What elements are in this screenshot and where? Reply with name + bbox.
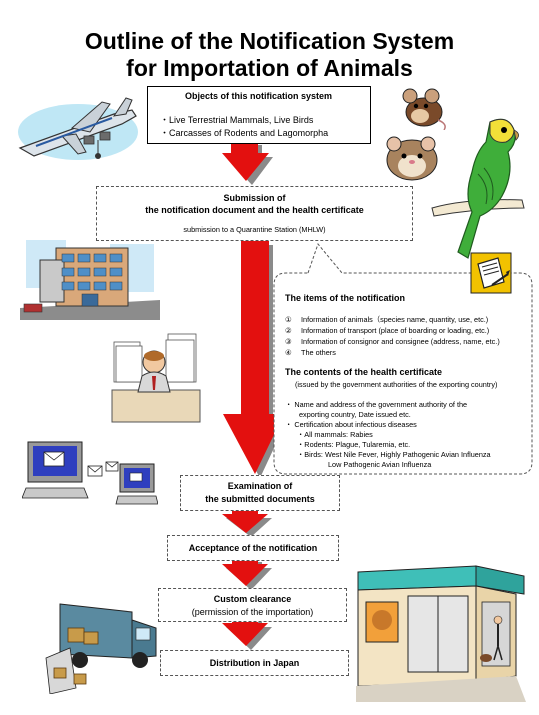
certificate-item-authority: ・ Name and address of the government aut… [285, 400, 468, 409]
distribution-box: Distribution in Japan [160, 650, 349, 676]
examination-line1: Examination of [227, 481, 293, 491]
office-worker-icon [111, 333, 201, 423]
page-title-line2: for Importation of Animals [126, 55, 413, 81]
health-certificate-subheading: (issued by the government authorities of… [295, 380, 498, 389]
hamster-icon [386, 136, 438, 181]
objects-item-1: ・Live Terrestrial Mammals, Live Birds [160, 115, 314, 125]
examination-box: Examination of the submitted documents [180, 475, 340, 511]
callout-bubble [273, 242, 533, 475]
arrow-red [222, 141, 284, 646]
arrow-acceptance-to-custom [222, 558, 268, 586]
arrow-examination-to-acceptance [222, 510, 268, 533]
arrow-custom-to-distribution [222, 618, 268, 646]
acceptance-label: Acceptance of the notification [188, 543, 318, 553]
pet-shop-icon [356, 565, 526, 702]
submission-title-line1: Submission of [223, 193, 286, 203]
acceptance-box: Acceptance of the notification [167, 535, 339, 561]
custom-clearance-sub: (permission of the importation) [191, 607, 314, 617]
distribution-label: Distribution in Japan [209, 658, 300, 668]
parakeet-icon [431, 118, 525, 259]
mouse-icon [402, 88, 446, 130]
examination-line2: the submitted documents [205, 494, 315, 504]
custom-clearance-label: Custom clearance [213, 594, 292, 604]
arrow-submission-to-examination [223, 241, 284, 474]
arrow-objects-to-submission [222, 141, 269, 181]
objects-heading: Objects of this notification system [184, 91, 333, 101]
notification-items-heading: The items of the notification [285, 293, 406, 303]
airplane-icon [18, 97, 138, 160]
objects-box: Objects of this notification system ・Liv… [147, 86, 371, 144]
certificate-item-authority-cont: exporting country, Date issued etc. [299, 410, 411, 419]
disease-mammals: ・All mammals: Rabies [297, 430, 373, 439]
submission-box: Submission of the notification document … [96, 186, 413, 241]
computers-email-icon [22, 441, 158, 505]
objects-item-2: ・Carcasses of Rodents and Lagomorpha [160, 128, 329, 138]
page-title-line1: Outline of the Notification System [84, 28, 455, 54]
disease-birds-cont: Low Pathogenic Avian Influenza [328, 460, 432, 469]
certificate-item-diseases: ・ Certification about infectious disease… [285, 420, 417, 429]
health-certificate-list: ・ Name and address of the government aut… [285, 400, 531, 470]
office-building-icon [20, 240, 160, 320]
submission-subtext: submission to a Quarantine Station (MHLW… [183, 225, 326, 234]
delivery-truck-icon [45, 603, 157, 694]
health-certificate-heading: The contents of the health certificate [285, 367, 443, 377]
submission-title-line2: the notification document and the health… [145, 205, 364, 215]
custom-clearance-box: Custom clearance (permission of the impo… [158, 588, 347, 622]
disease-rodents: ・Rodents: Plague, Tularemia, etc. [297, 440, 411, 449]
disease-birds: ・Birds: West Nile Fever, Highly Pathogen… [297, 450, 491, 459]
document-icon [470, 252, 512, 294]
